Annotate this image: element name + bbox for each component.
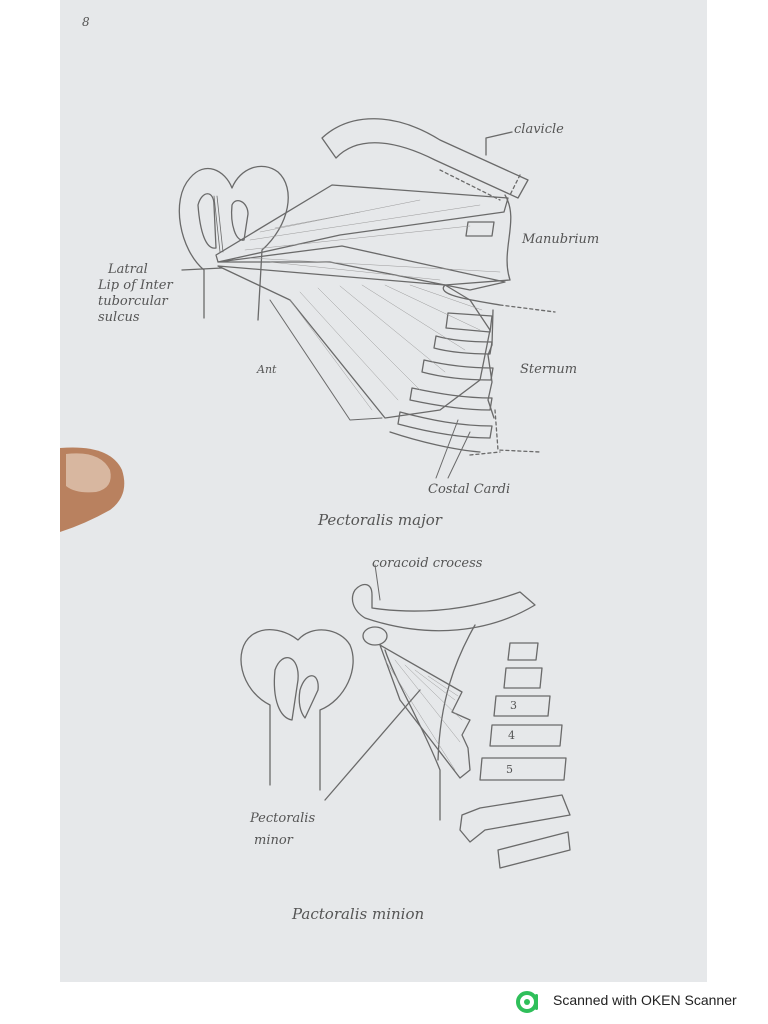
- label-pectoralis-minor-line-1: Pectoralis: [250, 811, 316, 826]
- leader-lines-2: [324, 689, 421, 801]
- label-coracoid-process: coracoid crocess: [372, 556, 483, 571]
- leader-lines-1: [181, 131, 513, 479]
- label-rib-3: 3: [510, 699, 517, 712]
- pectoralis-major-muscle: [215, 184, 509, 421]
- pectoralis-minor-muscle: [379, 644, 471, 779]
- label-rib-5: 5: [506, 763, 513, 776]
- label-manubrium: Manubrium: [522, 232, 600, 247]
- clavicle-bone: [321, 118, 529, 199]
- humerus-head-1: [178, 165, 289, 321]
- scapula-outline: [384, 624, 476, 821]
- finger-image: [60, 447, 125, 532]
- anatomy-drawings: [178, 118, 571, 869]
- label-pectoralis-minor-line-2: minor: [254, 833, 293, 848]
- humerus-head-2: [240, 628, 354, 791]
- label-costal-cartilage: Costal Cardi: [428, 482, 511, 497]
- label-pectoralis-minor: Pectoralis minor: [250, 808, 340, 852]
- oken-scanner-logo-icon: [516, 991, 538, 1013]
- caption-pectoralis-major: Pectoralis major: [318, 511, 442, 529]
- label-ant: Ant: [257, 363, 277, 376]
- ribs-figure-2: [459, 642, 571, 869]
- label-lateral-lip-line-3: tuborcular: [98, 294, 168, 309]
- label-sternum: Sternum: [520, 362, 578, 377]
- label-lateral-lip-line-2: Lip of Inter: [98, 278, 173, 293]
- label-clavicle: clavicle: [514, 122, 564, 137]
- page-number: 8: [82, 15, 90, 29]
- caption-pectoralis-minor: Pactoralis minion: [292, 905, 425, 923]
- label-lateral-lip-line-4: sulcus: [98, 310, 140, 325]
- coracoid-process-bone: [351, 564, 536, 646]
- paper-sheet: [60, 0, 707, 982]
- scanner-footer: [0, 982, 768, 1024]
- label-lateral-lip-line-1: Latral: [108, 262, 148, 277]
- scanner-footer-text: Scanned with OKEN Scanner: [553, 992, 737, 1008]
- label-rib-4: 4: [508, 729, 515, 742]
- label-lateral-lip: Latral Lip of Inter tuborcular sulcus: [98, 262, 188, 326]
